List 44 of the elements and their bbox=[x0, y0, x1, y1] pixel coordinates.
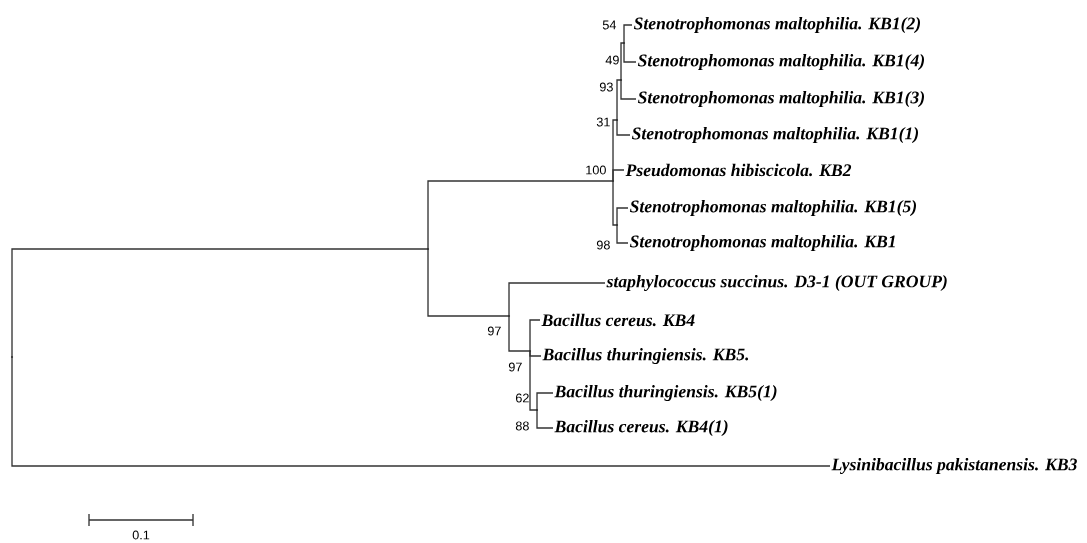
tree-branch bbox=[529, 350, 538, 411]
scale-label: 0.1 bbox=[132, 530, 150, 540]
tree-branch bbox=[536, 392, 554, 411]
taxon-label: Stenotrophomonas maltophilia. KB1 bbox=[629, 235, 895, 251]
tree-branch bbox=[616, 79, 622, 121]
tree-branch bbox=[508, 315, 531, 352]
tree-branch bbox=[529, 319, 541, 352]
tree-branch bbox=[623, 24, 633, 44]
bootstrap-value: 62 bbox=[515, 393, 529, 403]
bootstrap-value: 97 bbox=[487, 326, 501, 336]
taxon-label: Lysinibacillus pakistanensis. KB3 bbox=[831, 458, 1077, 474]
tree-branch bbox=[427, 248, 510, 317]
bootstrap-value: 31 bbox=[596, 117, 610, 127]
taxon-label: Pseudomonas hibiscicola. KB2 bbox=[625, 163, 852, 177]
taxon-label: Stenotrophomonas maltophilia. KB1(4) bbox=[637, 54, 925, 70]
taxon-label: Bacillus cereus. KB4(1) bbox=[554, 420, 728, 436]
tree-branch bbox=[11, 248, 429, 358]
bootstrap-value: 98 bbox=[596, 240, 610, 250]
taxon-label: Bacillus thuringiensis. KB5(1) bbox=[554, 385, 777, 401]
taxon-label: Stenotrophomonas maltophilia. KB1(1) bbox=[631, 127, 919, 143]
tree-branch bbox=[616, 119, 631, 136]
tree-branch bbox=[623, 42, 637, 63]
tree-branch bbox=[536, 409, 554, 429]
tree-branch bbox=[11, 356, 831, 467]
tree-branch bbox=[612, 169, 625, 182]
tree-branch bbox=[616, 207, 629, 226]
taxon-label: Bacillus cereus. KB4 bbox=[541, 313, 695, 327]
bootstrap-value: 88 bbox=[515, 421, 529, 431]
bootstrap-value: 100 bbox=[586, 165, 606, 175]
bootstrap-value: 93 bbox=[599, 82, 613, 92]
taxon-label: Stenotrophomonas maltophilia. KB1(3) bbox=[637, 91, 925, 107]
bootstrap-value: 54 bbox=[602, 20, 617, 30]
tree-branch bbox=[620, 79, 637, 100]
tree-branch bbox=[620, 42, 625, 81]
bootstrap-value: 49 bbox=[605, 55, 619, 65]
taxon-label: Stenotrophomonas maltophilia. KB1(5) bbox=[629, 200, 917, 216]
bootstrap-value: 97 bbox=[508, 362, 522, 372]
taxon-label: staphylococcus succinus. D3-1 (OUT GROUP) bbox=[606, 275, 947, 291]
taxon-label: Bacillus thuringiensis. KB5. bbox=[542, 348, 749, 364]
tree-branch bbox=[427, 180, 614, 250]
tree-branch bbox=[616, 224, 629, 244]
tree-branch bbox=[508, 282, 606, 317]
taxon-label: Stenotrophomonas maltophilia. KB1(2) bbox=[633, 17, 921, 33]
tree-branch bbox=[612, 180, 618, 226]
